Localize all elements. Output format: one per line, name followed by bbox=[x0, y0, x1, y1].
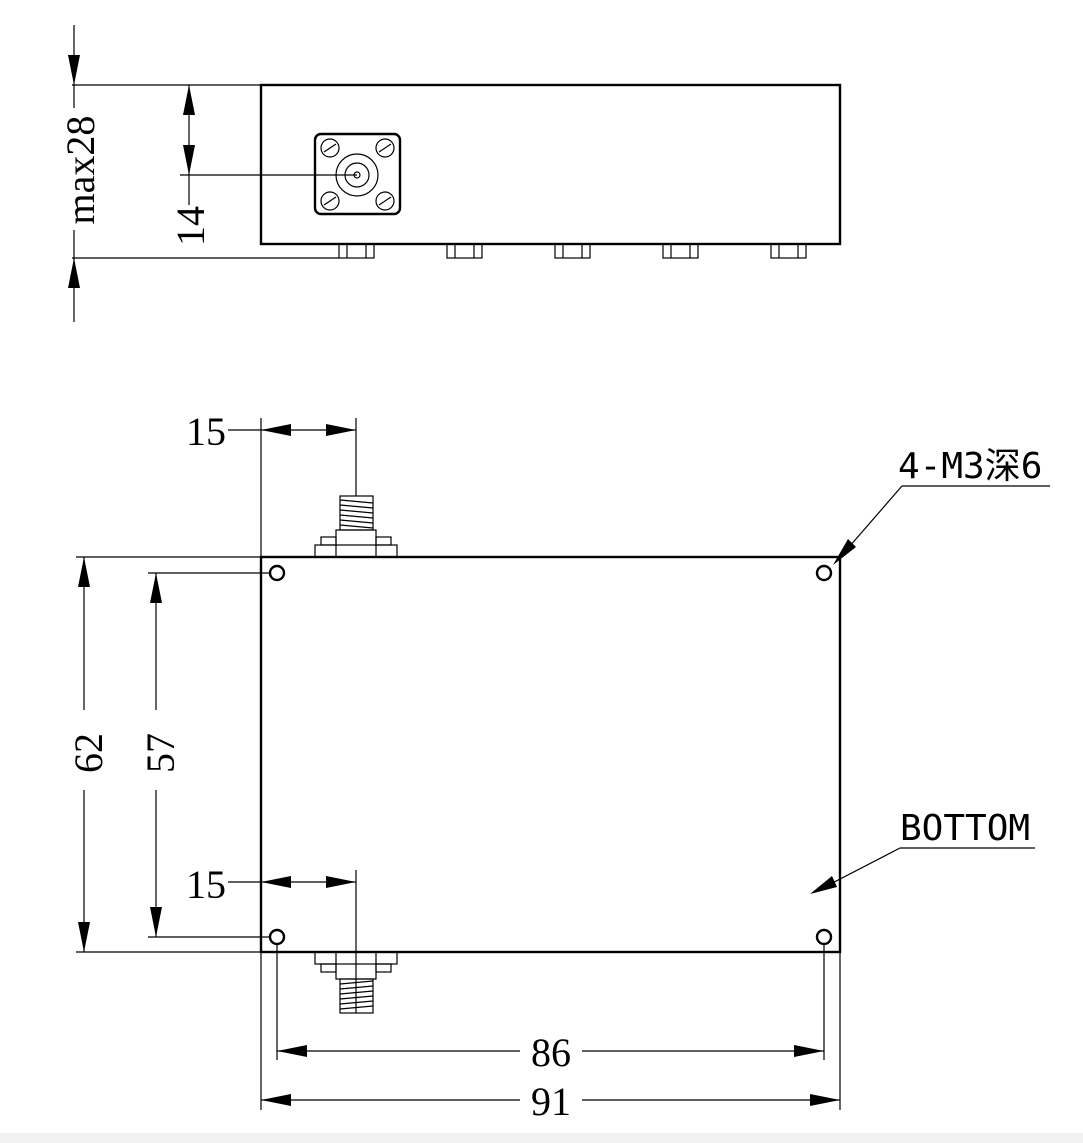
callout-bottom-label: BOTTOM bbox=[900, 808, 1030, 849]
side-view: max28 14 bbox=[58, 25, 842, 322]
side-view-connector bbox=[313, 132, 402, 216]
side-view-feet bbox=[338, 243, 807, 259]
side-view-body bbox=[259, 83, 842, 246]
mounting-holes bbox=[268, 564, 833, 946]
dim-bottom-connector-offset-label: 15 bbox=[186, 862, 226, 907]
dim-body-width-label: 91 bbox=[531, 1079, 571, 1124]
dim-body-height-label: 62 bbox=[66, 733, 111, 773]
top-connector bbox=[314, 495, 398, 558]
dim-max-height-label: max28 bbox=[58, 116, 103, 225]
dim-hole-spacing-horizontal-label: 86 bbox=[531, 1030, 571, 1075]
dim-hole-spacing-vertical-label: 57 bbox=[138, 733, 183, 773]
bottom-view: 15 15 62 57 86 91 4-M3深6 bbox=[66, 409, 1050, 1124]
callout-holes-label: 4-M3深6 bbox=[898, 446, 1042, 487]
bottom-strip bbox=[0, 1133, 1083, 1143]
bottom-view-body bbox=[259, 555, 842, 954]
dim-connector-height-label: 14 bbox=[168, 206, 213, 246]
dim-top-connector-offset-label: 15 bbox=[186, 409, 226, 454]
